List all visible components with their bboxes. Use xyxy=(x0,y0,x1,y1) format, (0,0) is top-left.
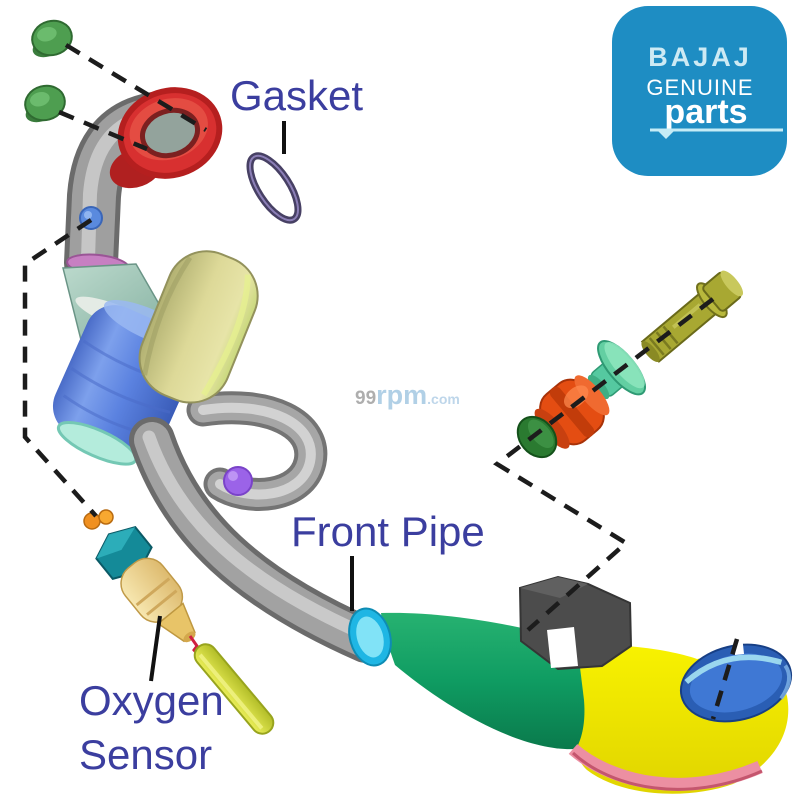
logo-background xyxy=(612,6,787,176)
mounting-bracket xyxy=(518,575,633,671)
front-pipe-label: Front Pipe xyxy=(291,508,485,555)
dashed-line-oxygen-sensor xyxy=(22,218,98,518)
gasket-label: Gasket xyxy=(230,72,363,119)
heat-shield xyxy=(138,250,259,404)
leader-oxygen-sensor xyxy=(149,615,162,682)
oxygen-sensor-label-line2: Sensor xyxy=(79,731,212,778)
dashed-line-cap-bottom xyxy=(58,109,148,152)
watermark-tld: .com xyxy=(427,391,460,407)
oxygen-sensor xyxy=(83,509,275,735)
sensor-cable xyxy=(193,643,275,735)
mounting-cap-top xyxy=(31,19,73,58)
watermark: 99rpm.com xyxy=(355,380,460,410)
resonator-loop xyxy=(186,391,328,511)
sensor-body xyxy=(120,557,196,643)
bajaj-genuine-parts-logo: BAJAJ GENUINE parts xyxy=(612,6,787,176)
logo-genuine-text: GENUINE xyxy=(646,75,753,100)
logo-parts-text: parts xyxy=(664,93,747,131)
dashed-line-hanger-bolt xyxy=(493,297,715,632)
assembly-dashed-lines xyxy=(22,43,740,720)
mounting-cap-bottom xyxy=(24,84,66,123)
logo-triangle-icon xyxy=(658,131,674,139)
muffler-seam-pink xyxy=(568,744,763,791)
front-pipe-collar-cyan xyxy=(348,607,392,667)
gasket-ring xyxy=(246,152,302,224)
muffler-end-collar-blue xyxy=(679,641,793,723)
rubber-damper-orange xyxy=(534,375,610,449)
label-leader-lines xyxy=(149,121,354,682)
watermark-num: 99 xyxy=(355,388,376,409)
front-pipe-run xyxy=(129,417,389,663)
dashed-line-end-collar xyxy=(710,638,740,720)
oxygen-sensor-label-line1: Oxygen xyxy=(79,677,224,724)
logo-brand-text: BAJAJ xyxy=(648,42,752,72)
dashed-line-cap-top xyxy=(64,43,208,132)
watermark-name: rpm xyxy=(376,380,427,410)
hanger-nut-green xyxy=(516,415,558,459)
boss-plug-purple xyxy=(223,466,253,496)
exhaust-flange-clamp xyxy=(109,87,223,189)
